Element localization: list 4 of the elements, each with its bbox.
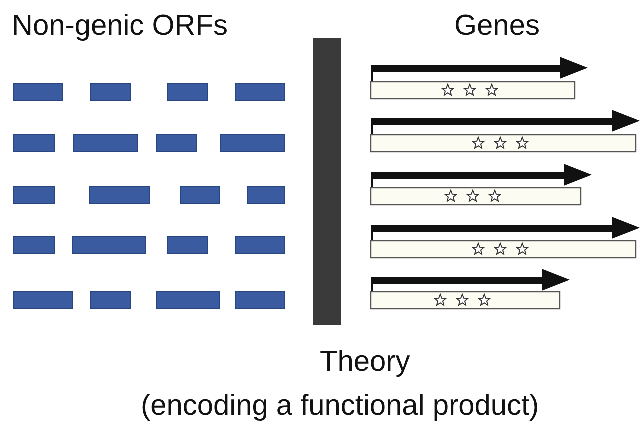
- column-heading: Non-genic ORFs: [12, 12, 228, 41]
- caption-text: Theory: [320, 348, 410, 377]
- caption-text: (encoding a functional product): [141, 392, 540, 421]
- column-heading: Genes: [454, 12, 540, 41]
